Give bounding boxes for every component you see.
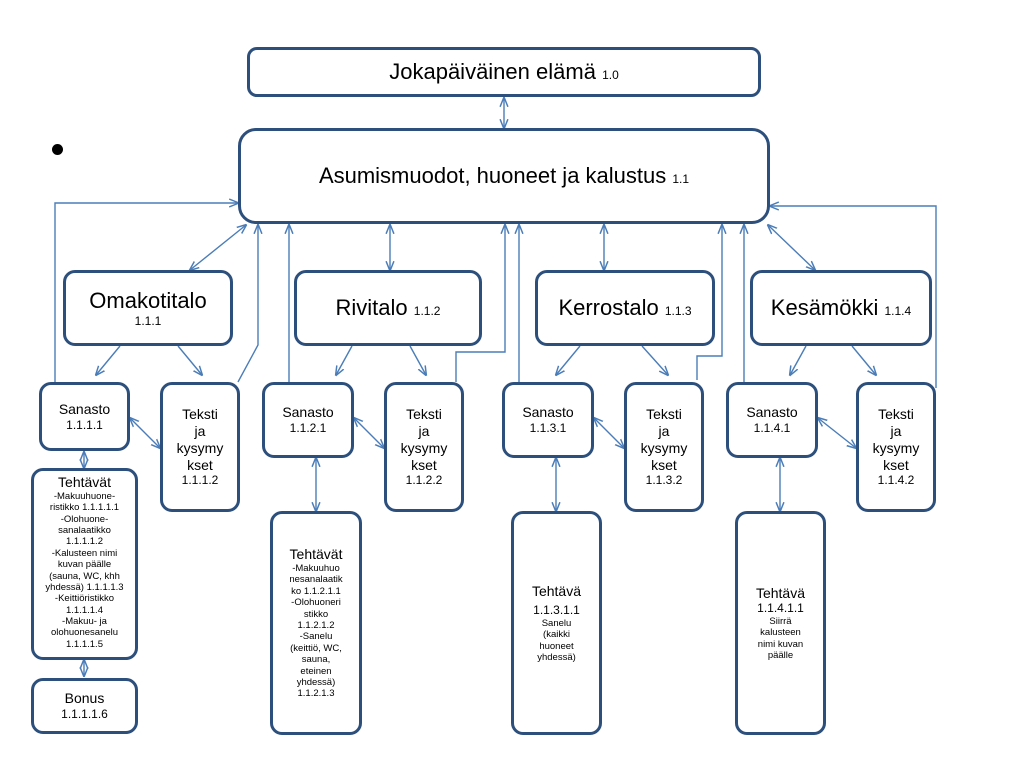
sanasto-label: Sanasto — [522, 404, 574, 421]
bonus-node: Bonus 1.1.1.1.6 — [31, 678, 138, 734]
bonus-label: Bonus — [64, 690, 105, 707]
bullet-point — [52, 144, 63, 155]
level1-code: 1.1 — [672, 171, 690, 186]
sanasto-label: Sanasto — [282, 404, 334, 421]
sanasto-node: Sanasto 1.1.3.1 — [502, 382, 594, 458]
tasks-title: Tehtävä — [755, 584, 806, 601]
teksti-code: 1.1.2.2 — [405, 473, 443, 488]
tasks-text: Sanelu (kaikki huoneet yhdessä) — [537, 617, 576, 663]
sanasto-label: Sanasto — [58, 400, 111, 417]
section-code: 1.1.3 — [664, 303, 692, 318]
section-omakotitalo: Omakotitalo 1.1.1 — [63, 270, 233, 346]
tasks-node: Tehtävät -Makuuhuo nesanalaatik ko 1.1.2… — [270, 511, 362, 735]
bonus-code: 1.1.1.1.6 — [61, 707, 108, 722]
teksti-label: Teksti ja kysymy kset — [872, 406, 920, 473]
teksti-code: 1.1.3.2 — [645, 473, 683, 488]
section-code: 1.1.4 — [884, 303, 912, 318]
sanasto-label: Sanasto — [746, 404, 798, 421]
sanasto-code: 1.1.1.1 — [66, 417, 103, 432]
section-title: Kerrostalo — [558, 294, 659, 320]
tasks-node: Tehtävät -Makuuhuone- ristikko 1.1.1.1.1… — [31, 468, 138, 660]
tasks-title: Tehtävät — [289, 546, 343, 563]
section-code: 1.1.1 — [134, 314, 162, 328]
teksti-label: Teksti ja kysymy kset — [640, 406, 688, 473]
teksti-node: Teksti ja kysymy kset 1.1.3.2 — [624, 382, 704, 512]
teksti-node: Teksti ja kysymy kset 1.1.4.2 — [856, 382, 936, 512]
sanasto-code: 1.1.3.1 — [529, 421, 567, 436]
level1-title: Asumismuodot, huoneet ja kalustus — [318, 162, 667, 188]
sanasto-node: Sanasto 1.1.1.1 — [39, 382, 130, 451]
teksti-node: Teksti ja kysymy kset 1.1.1.2 — [160, 382, 240, 512]
section-kesamokki: Kesämökki 1.1.4 — [750, 270, 932, 346]
level1-node: Asumismuodot, huoneet ja kalustus 1.1 — [238, 128, 770, 224]
sanasto-node: Sanasto 1.1.4.1 — [726, 382, 818, 458]
tasks-text: -Makuuhuo nesanalaatik ko 1.1.2.1.1 -Olo… — [289, 563, 343, 700]
sanasto-node: Sanasto 1.1.2.1 — [262, 382, 354, 458]
tasks-title: Tehtävä — [531, 582, 582, 599]
root-code: 1.0 — [602, 67, 619, 82]
sanasto-code: 1.1.4.1 — [753, 421, 791, 436]
tasks-title: Tehtävät — [58, 474, 111, 490]
section-title: Rivitalo — [335, 294, 408, 320]
tasks-code: 1.1.4.1.1 — [757, 601, 804, 616]
root-node: Jokapäiväinen elämä 1.0 — [247, 47, 761, 97]
root-title: Jokapäiväinen elämä — [389, 58, 596, 84]
tasks-node: Tehtävä 1.1.3.1.1 Sanelu (kaikki huoneet… — [511, 511, 602, 735]
tasks-text: -Makuuhuone- ristikko 1.1.1.1.1 -Olohuon… — [45, 490, 124, 650]
section-title: Omakotitalo — [89, 287, 207, 313]
sanasto-code: 1.1.2.1 — [289, 421, 327, 436]
section-kerrostalo: Kerrostalo 1.1.3 — [535, 270, 715, 346]
teksti-label: Teksti ja kysymy kset — [176, 406, 224, 473]
tasks-text: Siirrä kalusteen nimi kuvan päälle — [757, 615, 804, 661]
teksti-node: Teksti ja kysymy kset 1.1.2.2 — [384, 382, 464, 512]
teksti-code: 1.1.1.2 — [181, 473, 219, 488]
teksti-code: 1.1.4.2 — [877, 473, 915, 488]
section-code: 1.1.2 — [413, 303, 441, 318]
teksti-label: Teksti ja kysymy kset — [400, 406, 448, 473]
tasks-node: Tehtävä 1.1.4.1.1 Siirrä kalusteen nimi … — [735, 511, 826, 735]
tasks-code: 1.1.3.1.1 — [533, 603, 580, 618]
section-title: Kesämökki — [770, 294, 879, 320]
section-rivitalo: Rivitalo 1.1.2 — [294, 270, 482, 346]
